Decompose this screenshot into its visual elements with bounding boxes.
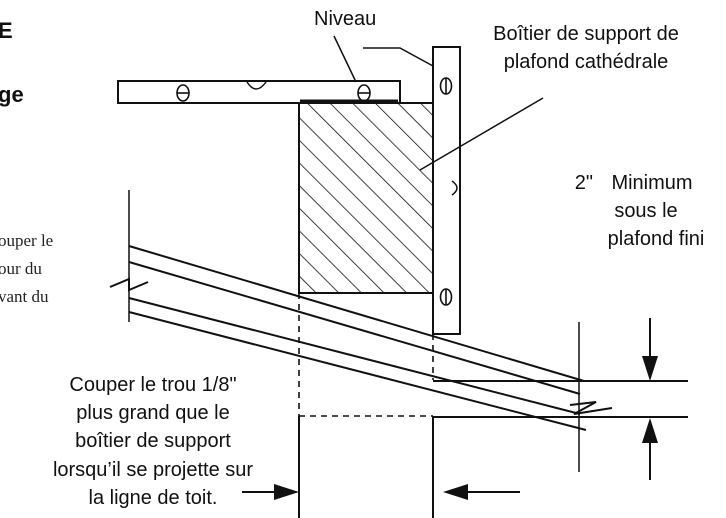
level-bar (117, 80, 401, 104)
support-box-leader-line (419, 97, 544, 171)
projection-lines (298, 293, 434, 417)
cut-hole-label-line-5: la ligne de toit. (89, 487, 218, 509)
roof-lines (109, 245, 613, 431)
cut-hole-label-line-1: Couper le trou 1/8" (69, 374, 236, 396)
cut-arrow-right-icon (443, 484, 520, 500)
support-box-label-line-1: Boîtier de support de (493, 23, 679, 45)
bracket-screw-bottom-icon (439, 288, 453, 306)
level-bubble-icon (246, 81, 267, 90)
cropped-heading-letter: E (0, 18, 13, 43)
cut-hole-label-line-2: plus grand que le (76, 402, 229, 424)
cropped-paragraph-line-1: ouper le (0, 231, 53, 250)
cropped-paragraph-line-2: our du (0, 259, 42, 278)
cropped-heading-fragment: ge (0, 82, 24, 107)
minimum-value: 2" (575, 172, 593, 194)
bracket-screw-top-icon (439, 77, 453, 95)
bracket-notch-icon (451, 180, 458, 196)
level-label: Niveau (314, 8, 376, 30)
level-leader-line-right (363, 47, 434, 67)
dimension-arrow-down-icon (642, 318, 658, 381)
level-leader-line (333, 35, 357, 83)
cut-hole-label-line-3: boîtier de support (75, 430, 231, 452)
cut-hole-label-line-4: lorsqu’il se projette sur (53, 459, 253, 481)
minimum-label-line-1: Minimum (611, 172, 692, 194)
support-box-label-line-2: plafond cathédrale (504, 51, 669, 73)
mounting-bracket (432, 46, 461, 335)
support-box-body (298, 102, 434, 294)
minimum-label-line-2: sous le (614, 200, 677, 222)
cut-arrow-left-icon (242, 484, 299, 500)
dimension-arrow-up-icon (642, 418, 658, 480)
level-screw-right-icon (357, 84, 371, 102)
level-screw-left-icon (176, 84, 190, 102)
cropped-paragraph-line-3: vant du (0, 287, 49, 306)
minimum-label-line-3: plafond fini (608, 228, 705, 250)
